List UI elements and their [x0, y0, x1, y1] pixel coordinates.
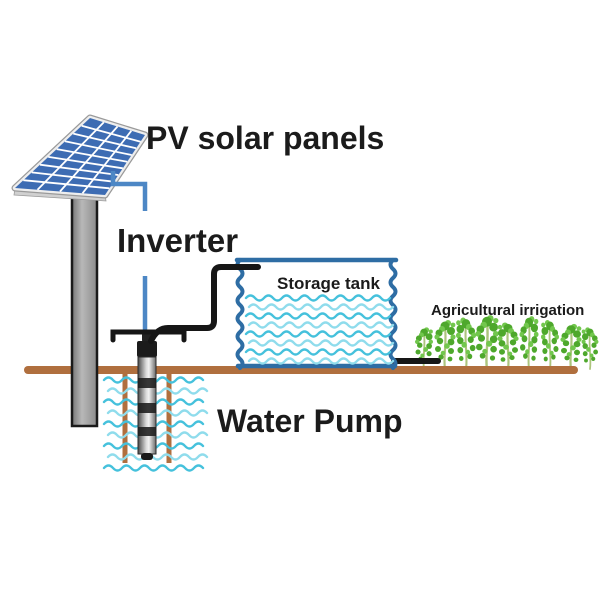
tank-water-waves: [244, 294, 395, 365]
storage-tank: [234, 257, 399, 370]
solar-panel: [11, 114, 149, 202]
inverter-label: Inverter: [117, 222, 239, 259]
panel-grid: [23, 121, 141, 194]
pump-tip: [141, 453, 153, 460]
water-pump-label: Water Pump: [217, 403, 403, 439]
pv-panels-label: PV solar panels: [146, 120, 385, 156]
wellhead-bracket: [110, 329, 187, 343]
pump-cap: [137, 341, 157, 357]
irrigation-label: Agricultural irrigation: [431, 302, 585, 319]
pump-to-tank-pipe: [148, 264, 261, 344]
crop-row: [414, 313, 600, 371]
storage-tank-label: Storage tank: [277, 274, 380, 293]
wire-panel-to-inverter: [110, 171, 148, 211]
water-pump: [137, 333, 157, 460]
panel-pole: [70, 190, 99, 428]
